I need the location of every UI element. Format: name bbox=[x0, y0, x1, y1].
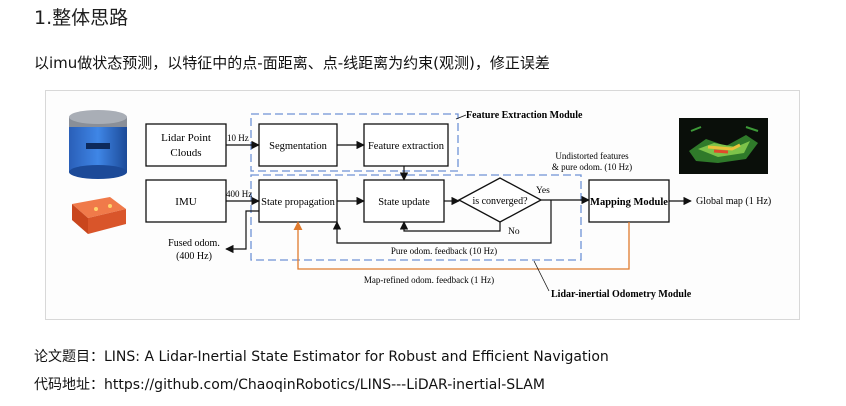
no-label: No bbox=[508, 227, 520, 237]
feature-extraction-box bbox=[363, 123, 449, 167]
lidar-box-label-2: Clouds bbox=[170, 147, 201, 159]
state-propagation-label: State propagation bbox=[261, 197, 336, 208]
code-url-line: 代码地址：https://github.com/ChaoqinRobotics/… bbox=[34, 377, 545, 393]
map-feedback-label: Map-refined odom. feedback (1 Hz) bbox=[364, 275, 494, 285]
imu-device-icon bbox=[72, 197, 126, 234]
mapping-module-box bbox=[588, 179, 670, 223]
fused-odom-label-2: (400 Hz) bbox=[176, 251, 212, 262]
segmentation-box bbox=[258, 123, 338, 167]
global-map-image bbox=[679, 118, 768, 174]
rate-400hz-label: 400 Hz bbox=[226, 189, 252, 199]
feature-extraction-module-border bbox=[250, 113, 459, 172]
feature-extraction-label: Feature extraction bbox=[368, 141, 445, 152]
state-update-label: State update bbox=[378, 197, 430, 208]
segmentation-label: Segmentation bbox=[269, 141, 327, 152]
imu-box bbox=[145, 179, 227, 223]
paper-title-line: 论文题目：LINS: A Lidar-Inertial State Estima… bbox=[34, 349, 609, 365]
feature-module-label: Feature Extraction Module bbox=[466, 110, 583, 121]
fused-odom-label-1: Fused odom. bbox=[168, 238, 220, 249]
yes-label: Yes bbox=[536, 186, 550, 196]
pure-feedback-label: Pure odom. feedback (10 Hz) bbox=[391, 246, 497, 256]
lio-module-border bbox=[250, 174, 582, 261]
undistorted-label-2: & pure odom. (10 Hz) bbox=[552, 162, 632, 172]
lidar-sensor-icon bbox=[69, 110, 127, 179]
imu-box-label: IMU bbox=[175, 196, 196, 208]
lio-module-label: Lidar-inertial Odometry Module bbox=[551, 289, 692, 300]
lidar-point-clouds-box bbox=[145, 123, 227, 167]
mapping-module-label: Mapping Module bbox=[590, 197, 668, 208]
is-converged-label: is converged? bbox=[472, 196, 528, 207]
global-map-label: Global map (1 Hz) bbox=[696, 196, 771, 207]
undistorted-label-1: Undistorted features bbox=[555, 151, 629, 161]
lins-architecture-figure: Lidar Point Clouds IMU Segmentation Feat… bbox=[45, 90, 800, 320]
state-propagation-box bbox=[258, 179, 338, 223]
lidar-box-label-1: Lidar Point bbox=[161, 132, 211, 144]
rate-10hz-label: 10 Hz bbox=[227, 133, 249, 143]
intro-text: 以imu做状态预测，以特征中的点-面距离、点-线距离为约束(观测)，修正误差 bbox=[34, 54, 550, 72]
section-heading: 1.整体思路 bbox=[34, 7, 129, 29]
